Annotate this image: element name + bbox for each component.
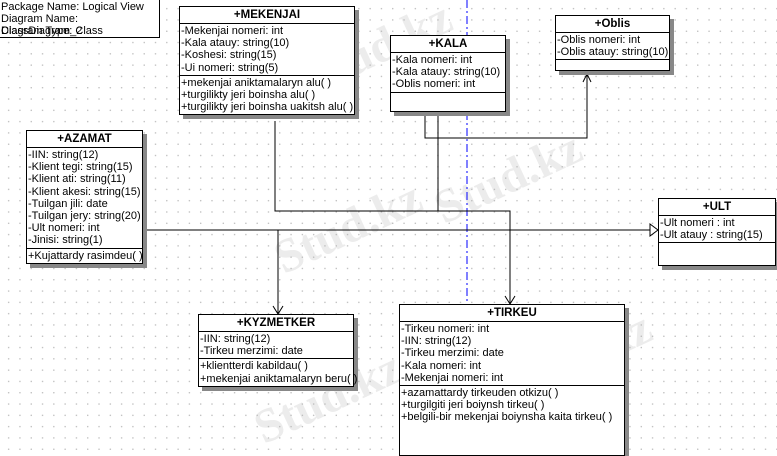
attribute: -Klient tegi: string(15) xyxy=(28,161,133,174)
attribute: -IIN: string(12) xyxy=(28,149,99,161)
method: +mekenjai aniktamalaryn alu( ) xyxy=(181,76,332,89)
package-info: Package Name: Logical View Diagram Name:… xyxy=(0,0,160,38)
attribute: -Tirkeu nomeri: int xyxy=(401,323,490,335)
class-kala[interactable]: +KALA-Kala nomeri: int-Kala atauy: strin… xyxy=(390,35,506,112)
method: +turgilikty jeri boinsha alu( ) xyxy=(181,88,316,101)
class-name: +KALA xyxy=(391,36,505,53)
class-tirkeu[interactable]: +TIRKEU-Tirkeu nomeri: int-IIN: string(1… xyxy=(399,304,625,456)
attribute: -Kala nomeri: int xyxy=(401,359,482,372)
attribute: -Mekenjai nomeri: int xyxy=(181,25,284,37)
attribute: -Kala nomeri: int xyxy=(392,54,473,66)
association-mekenjai-tirkeu xyxy=(274,121,511,304)
attribute: -Oblis nomeri: int xyxy=(392,78,476,91)
attributes-section: -IIN: string(12)-Klient tegi: string(15)… xyxy=(27,148,142,249)
methods-section xyxy=(556,60,669,70)
class-name: +KYZMETKER xyxy=(199,315,353,332)
attribute: -Koshesi: string(15) xyxy=(181,49,277,62)
diagram-name: Diagram Name: ClassDiagram_2 xyxy=(1,13,83,37)
attribute: -Klient ati: string(11) xyxy=(28,173,126,186)
attribute: -Ult nomeri : int xyxy=(660,217,735,229)
attribute: -Oblis nomeri: int xyxy=(557,34,641,46)
class-ult[interactable]: +ULT-Ult nomeri : int-Ult atauy : string… xyxy=(658,198,776,267)
method: +azamattardy tirkeuden otkizu( ) xyxy=(401,386,559,399)
class-mekenjai[interactable]: +MEKENJAI-Mekenjai nomeri: int-Kala atau… xyxy=(179,6,355,116)
class-oblis[interactable]: +Oblis-Oblis nomeri: int-Oblis atauy: st… xyxy=(555,15,670,72)
class-name: +Oblis xyxy=(556,16,669,33)
attribute: -Tuilgan jery: string(20) xyxy=(28,209,141,222)
methods-section xyxy=(659,243,775,265)
package-name: Package Name: Logical View xyxy=(1,1,144,13)
attribute: -Tuilgan jili: date xyxy=(28,197,108,210)
methods-section xyxy=(391,93,505,111)
attribute: -Kala atauy: string(10) xyxy=(392,66,501,79)
attribute: -Tirkeu merzimi: date xyxy=(200,345,303,358)
class-name: +MEKENJAI xyxy=(180,7,354,24)
class-name: +TIRKEU xyxy=(400,305,624,322)
method: +mekenjai aniktamalaryn beru( ) xyxy=(200,372,358,385)
attributes-section: -Oblis nomeri: int-Oblis atauy: string(1… xyxy=(556,33,669,61)
method: +belgili-bir mekenjai boiynsha kaita tir… xyxy=(401,411,613,424)
method: +turgilgiti jeri boiynsh tirkeu( ) xyxy=(401,399,545,412)
attribute: -Kala atauy: string(10) xyxy=(181,37,290,50)
attribute: -Jinisi: string(1) xyxy=(28,234,103,247)
attributes-section: -Kala nomeri: int-Kala atauy: string(10)… xyxy=(391,53,505,93)
attribute: -Ult atauy : string(15) xyxy=(660,229,763,242)
attributes-section: -IIN: string(12)-Tirkeu merzimi: date xyxy=(199,332,353,360)
attribute: -IIN: string(12) xyxy=(401,335,472,348)
attribute: -Ui nomeri: string(5) xyxy=(181,61,279,74)
methods-section: +azamattardy tirkeuden otkizu( )+turgilg… xyxy=(400,386,624,425)
class-azamat[interactable]: +AZAMAT-IIN: string(12)-Klient tegi: str… xyxy=(26,130,143,264)
methods-section: +mekenjai aniktamalaryn alu( )+turgilikt… xyxy=(180,76,354,115)
methods-section: +Kujattardy rasimdeu( ) xyxy=(27,249,143,263)
attribute: -Tirkeu merzimi: date xyxy=(401,347,504,360)
attribute: -Mekenjai nomeri: int xyxy=(401,371,504,384)
attributes-section: -Mekenjai nomeri: int-Kala atauy: string… xyxy=(180,24,354,76)
methods-section: +klientterdi kabildau( )+mekenjai anikta… xyxy=(199,359,358,385)
attribute: -Klient akesi: string(15) xyxy=(28,185,141,198)
diagram-type: Diagram Type: Class xyxy=(1,25,103,37)
method: +klientterdi kabildau( ) xyxy=(200,360,308,373)
class-kyzmetker[interactable]: +KYZMETKER-IIN: string(12)-Tirkeu merzim… xyxy=(198,314,358,387)
association-kala-oblis xyxy=(424,74,588,139)
attributes-section: -Ult nomeri : int-Ult atauy : string(15) xyxy=(659,216,775,244)
method: +Kujattardy rasimdeu( ) xyxy=(28,249,143,262)
attribute: -IIN: string(12) xyxy=(200,333,271,345)
attribute: -Oblis atauy: string(10) xyxy=(557,46,669,59)
attributes-section: -Tirkeu nomeri: int-IIN: string(12)-Tirk… xyxy=(400,322,624,386)
class-name: +AZAMAT xyxy=(27,131,142,148)
method: +turgilikty jeri boinsha uakitsh alu( ) xyxy=(181,101,354,114)
arrow-head xyxy=(582,72,592,83)
generalization-triangle xyxy=(649,223,659,237)
class-name: +ULT xyxy=(659,199,775,216)
attribute: -Ult nomeri: int xyxy=(28,222,100,235)
